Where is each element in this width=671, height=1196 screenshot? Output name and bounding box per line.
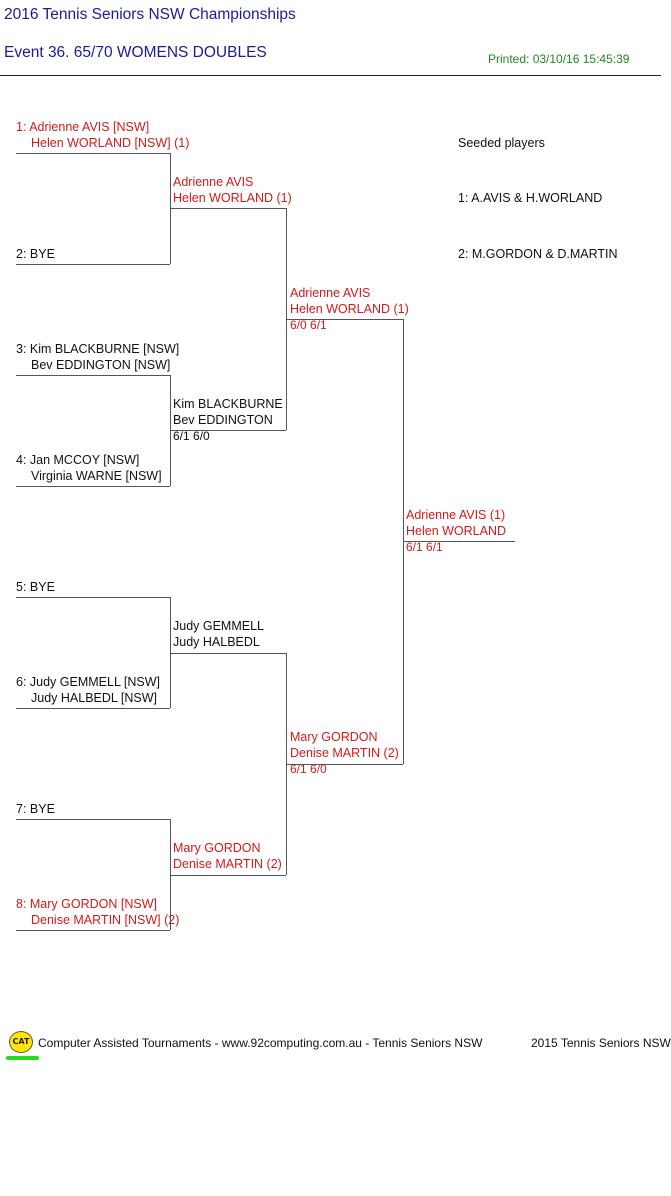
semi-match-2-line1: Mary GORDON: [290, 730, 378, 744]
r1-entry-4-line1: 4: Jan MCCOY [NSW]: [16, 453, 140, 467]
semi-match-1-line1: Adrienne AVIS: [290, 286, 371, 300]
r2-match-4-line1: Mary GORDON: [173, 841, 261, 855]
bracket-line: [170, 208, 286, 209]
seeded-heading: Seeded players: [458, 136, 545, 150]
r2-match-2-line2: Bev EDDINGTON: [173, 413, 273, 427]
bracket-line: [286, 764, 403, 765]
r1-entry-6-line1: 6: Judy GEMMELL [NSW]: [16, 675, 161, 689]
bracket-line: [286, 319, 403, 320]
r1-entry-3-line1: 3: Kim BLACKBURNE [NSW]: [16, 342, 180, 356]
r1-entry-6-line2: Judy HALBEDL [NSW]: [31, 691, 157, 705]
r2-match-2-score: 6/1 6/0: [173, 429, 210, 443]
semi-match-2-line2: Denise MARTIN (2): [290, 746, 399, 760]
bracket-connector: [170, 819, 171, 930]
r2-match-3-line2: Judy HALBEDL: [173, 635, 260, 649]
header-divider: [0, 75, 661, 76]
bracket-line: [170, 653, 286, 654]
seeded-item-1: 1: A.AVIS & H.WORLAND: [458, 191, 603, 205]
final-line1: Adrienne AVIS (1): [406, 508, 506, 522]
semi-match-1-line2: Helen WORLAND (1): [290, 302, 409, 316]
r1-entry-8-line1: 8: Mary GORDON [NSW]: [16, 897, 157, 911]
r1-entry-4-line2: Virginia WARNE [NSW]: [31, 469, 162, 483]
bracket-line: [16, 264, 170, 265]
bracket-connector: [170, 597, 171, 708]
cat-logo-underline: [6, 1056, 39, 1060]
r1-entry-1-line1: 1: Adrienne AVIS [NSW]: [16, 120, 150, 134]
r1-entry-5-line1: 5: BYE: [16, 580, 55, 594]
final-score: 6/1 6/1: [406, 540, 443, 554]
semi-match-2-score: 6/1 6/0: [290, 762, 327, 776]
cat-logo: CAT: [9, 1031, 33, 1053]
bracket-line: [403, 541, 515, 542]
r1-entry-7-line1: 7: BYE: [16, 802, 55, 816]
bracket-line: [170, 875, 286, 876]
tournament-title: 2016 Tennis Seniors NSW Championships: [4, 6, 296, 23]
bracket-line: [16, 708, 170, 709]
final-line2: Helen WORLAND: [406, 524, 507, 538]
footer-credit-link[interactable]: Computer Assisted Tournaments - www.92co…: [38, 1036, 483, 1050]
bracket-line: [16, 153, 170, 154]
bracket-line: [16, 486, 170, 487]
bracket-line: [16, 375, 170, 376]
bracket-line: [16, 930, 170, 931]
event-title: Event 36. 65/70 WOMENS DOUBLES: [4, 44, 267, 61]
bracket-line: [170, 430, 286, 431]
r2-match-1-line2: Helen WORLAND (1): [173, 191, 292, 205]
r1-entry-1-line2: Helen WORLAND [NSW] (1): [31, 136, 190, 150]
r2-match-4-line2: Denise MARTIN (2): [173, 857, 282, 871]
r2-match-1-line1: Adrienne AVIS: [173, 175, 254, 189]
bracket-line: [16, 819, 170, 820]
r1-entry-8-line2: Denise MARTIN [NSW] (2): [31, 913, 180, 927]
seeded-item-2: 2: M.GORDON & D.MARTIN: [458, 247, 618, 261]
r2-match-2-line1: Kim BLACKBURNE: [173, 397, 283, 411]
printed-timestamp: Printed: 03/10/16 15:45:39: [488, 52, 630, 66]
bracket-line: [16, 597, 170, 598]
r1-entry-2-line1: 2: BYE: [16, 247, 55, 261]
r1-entry-3-line2: Bev EDDINGTON [NSW]: [31, 358, 171, 372]
semi-match-1-score: 6/0 6/1: [290, 318, 327, 332]
r2-match-3-line1: Judy GEMMELL: [173, 619, 265, 633]
footer-organisation: 2015 Tennis Seniors NSW: [531, 1036, 671, 1050]
